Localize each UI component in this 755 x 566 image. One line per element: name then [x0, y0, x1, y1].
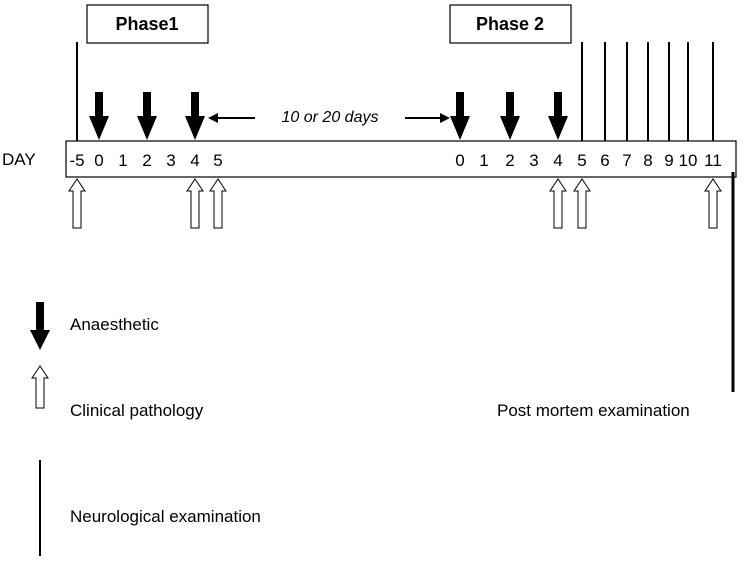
anaesthetic-arrow-phase2-day-2: [500, 92, 520, 140]
pathology-arrow-phase1-day-4: [186, 178, 204, 229]
phase1-day--5: -5: [69, 151, 84, 170]
phase2-day-8: 8: [643, 151, 652, 170]
legend-clinical-pathology-icon: [31, 365, 49, 409]
post-mortem-label: Post mortem examination: [497, 401, 690, 420]
day-bar: [65, 140, 737, 178]
phase2-day-4: 4: [553, 151, 562, 170]
day-axis-label: DAY: [2, 150, 36, 169]
phase2-label: Phase 2: [476, 14, 544, 34]
phase1-box: Phase1: [86, 4, 209, 44]
phase2-day-7: 7: [622, 151, 631, 170]
phase2-day-3: 3: [529, 151, 538, 170]
phase1-day-1: 1: [118, 151, 127, 170]
legend: Anaesthetic Clinical pathology Neurologi…: [30, 302, 261, 556]
phase1-day-4: 4: [190, 151, 199, 170]
legend-anaesthetic-label: Anaesthetic: [70, 315, 159, 334]
phase2-box: Phase 2: [449, 4, 572, 44]
legend-clinical-pathology-label: Clinical pathology: [70, 401, 204, 420]
phase2-day-10: 10: [679, 151, 698, 170]
interval-label: 10 or 20 days: [282, 109, 379, 126]
phase1-day-5: 5: [213, 151, 222, 170]
anaesthetic-arrow-phase1-day-0: [89, 92, 109, 140]
phase2-day-1: 1: [479, 151, 488, 170]
anaesthetic-marks: [89, 92, 568, 140]
legend-anaesthetic-icon: [30, 302, 50, 350]
anaesthetic-arrow-phase2-day-4: [548, 92, 568, 140]
clinical-pathology-marks: [68, 178, 722, 229]
phase2-day-6: 6: [600, 151, 609, 170]
pathology-arrow-phase2-day-5: [573, 178, 591, 229]
phase2-day-11: 11: [704, 151, 722, 170]
anaesthetic-arrow-phase1-day-2: [137, 92, 157, 140]
neurological-examination-marks: [76, 42, 714, 141]
pathology-arrow-phase2-day-11: [704, 178, 722, 229]
pathology-arrow-phase2-day-4: [549, 178, 567, 229]
pathology-arrow-phase1-day-5: [209, 178, 227, 229]
pathology-arrow-phase1-day--5: [68, 178, 86, 229]
anaesthetic-arrow-phase1-day-4: [185, 92, 205, 140]
phase1-day-2: 2: [142, 151, 151, 170]
phase2-day-2: 2: [505, 151, 514, 170]
phase1-label: Phase1: [115, 14, 178, 34]
phase2-day-5: 5: [577, 151, 586, 170]
anaesthetic-arrow-phase2-day-0: [450, 92, 470, 140]
legend-neurological-examination-label: Neurological examination: [70, 507, 261, 526]
phase1-day-3: 3: [166, 151, 175, 170]
phase1-day-0: 0: [94, 151, 103, 170]
interval-arrow: 10 or 20 days: [208, 109, 450, 126]
phase2-day-9: 9: [664, 151, 673, 170]
phase2-day-0: 0: [455, 151, 464, 170]
